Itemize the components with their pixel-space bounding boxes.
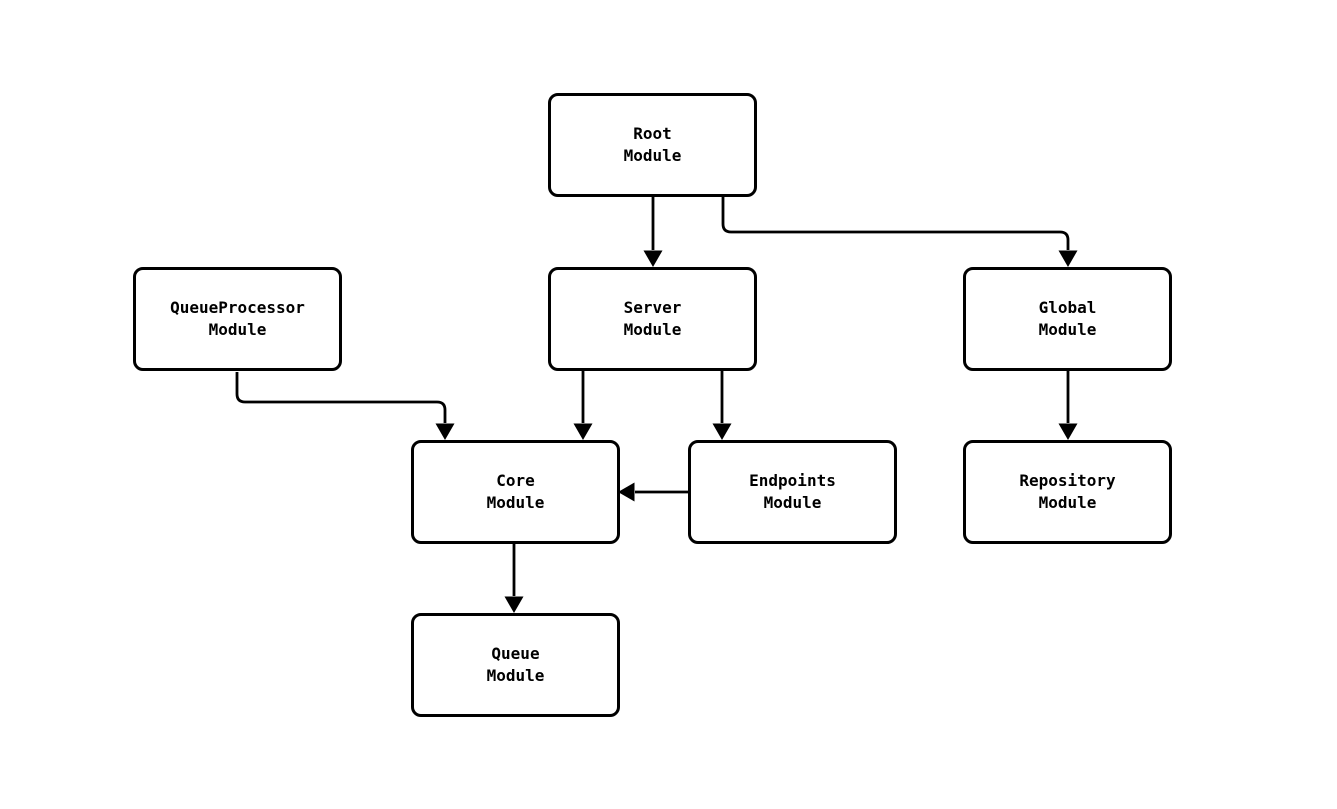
arrowhead-icon bbox=[573, 423, 593, 440]
node-label-line: Module bbox=[763, 493, 822, 512]
edge-queueprocessor-to-core bbox=[235, 372, 455, 440]
node-label-line: Module bbox=[623, 146, 682, 165]
node-label-line: Repository bbox=[1019, 471, 1116, 490]
arrowhead-icon bbox=[435, 423, 455, 440]
node-queueprocessor-module: QueueProcessor Module bbox=[133, 267, 342, 371]
node-label-line: Module bbox=[486, 666, 545, 685]
node-server-module: Server Module bbox=[548, 267, 757, 371]
arrowhead-icon bbox=[504, 596, 524, 613]
edge-endpoints-to-core bbox=[618, 482, 688, 502]
node-label-line: Global bbox=[1038, 298, 1097, 317]
node-repository-module: Repository Module bbox=[963, 440, 1172, 544]
edge-global-to-repository bbox=[1058, 371, 1078, 440]
arrowhead-icon bbox=[1058, 250, 1078, 267]
arrowhead-icon bbox=[618, 482, 635, 502]
node-label-line: Queue bbox=[491, 644, 540, 663]
node-label-line: Module bbox=[623, 320, 682, 339]
edge-core-to-queue bbox=[504, 544, 524, 613]
edge-server-to-core bbox=[573, 371, 593, 440]
node-label-line: Module bbox=[1038, 493, 1097, 512]
edge-root-to-server bbox=[643, 197, 663, 267]
arrowhead-icon bbox=[712, 423, 732, 440]
edge-server-to-endpoints bbox=[712, 371, 732, 440]
node-endpoints-module: Endpoints Module bbox=[688, 440, 897, 544]
arrowhead-icon bbox=[643, 250, 663, 267]
arrowhead-icon bbox=[1058, 423, 1078, 440]
node-label-line: Module bbox=[486, 493, 545, 512]
node-global-module: Global Module bbox=[963, 267, 1172, 371]
node-queue-module: Queue Module bbox=[411, 613, 620, 717]
node-label-line: Module bbox=[208, 320, 267, 339]
node-label-line: Root bbox=[633, 124, 672, 143]
edge-root-to-global bbox=[721, 197, 1078, 267]
node-label-line: Module bbox=[1038, 320, 1097, 339]
node-label-line: Endpoints bbox=[749, 471, 836, 490]
node-core-module: Core Module bbox=[411, 440, 620, 544]
node-root-module: Root Module bbox=[548, 93, 757, 197]
node-label-line: QueueProcessor bbox=[170, 298, 305, 317]
node-label-line: Server bbox=[623, 298, 682, 317]
node-label-line: Core bbox=[496, 471, 535, 490]
